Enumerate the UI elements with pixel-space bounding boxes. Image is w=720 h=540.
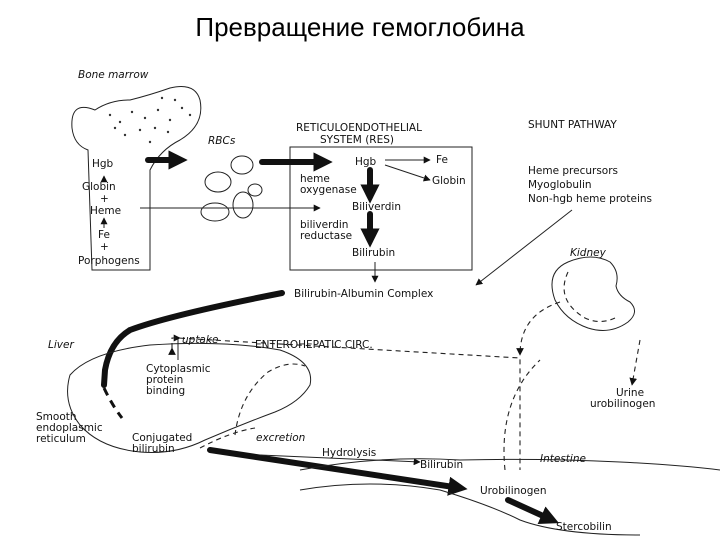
label-biliverdin: Biliverdin <box>352 201 401 213</box>
label-porphogens: Porphogens <box>78 255 140 267</box>
label-urine-2: urobilinogen <box>590 398 655 410</box>
label-excretion: excretion <box>256 432 305 444</box>
urine-dash <box>629 339 641 386</box>
label-smooth-1: Smooth <box>36 411 77 423</box>
label-enterohepatic: ENTEROHEPATIC CIRC. <box>255 339 373 351</box>
label-plus-1: + <box>100 193 109 205</box>
label-heme-precursors: Heme precursors <box>528 165 618 177</box>
label-smooth-2: endoplasmic <box>36 422 103 434</box>
bone-shape <box>71 86 202 271</box>
label-liver: Liver <box>48 339 74 351</box>
label-kidney: Kidney <box>570 247 607 259</box>
label-shunt-pathway: SHUNT PATHWAY <box>528 119 617 131</box>
marrow-texture <box>108 96 192 144</box>
label-globin-bm: Globin <box>82 181 116 193</box>
label-fe-res: Fe <box>436 154 448 166</box>
dashed-thick-liver-path <box>102 387 124 419</box>
label-heme-oxygenase-2: oxygenase <box>300 184 357 196</box>
label-uptake: uptake <box>182 334 218 346</box>
label-conj-2: bilirubin <box>132 443 175 455</box>
arrow-complex-to-liver <box>101 290 285 388</box>
label-urine-1: Urine <box>616 387 644 399</box>
label-hgb-res: Hgb <box>355 156 377 168</box>
hydrolysis-arrow <box>259 454 421 466</box>
label-res-line2: SYSTEM (RES) <box>320 134 394 146</box>
label-bilirubin-int: Bilirubin <box>420 459 463 471</box>
label-cyto-1: Cytoplasmic <box>146 363 211 375</box>
label-heme-bm: Heme <box>90 205 121 217</box>
label-biliverdin-reductase-1: biliverdin <box>300 219 348 231</box>
label-hgb-bm: Hgb <box>92 158 114 170</box>
kidney-to-intestine-dash <box>516 301 561 356</box>
label-cyto-2: protein <box>146 374 183 386</box>
rbc-cells <box>200 155 263 222</box>
label-intestine: Intestine <box>540 453 586 465</box>
label-hydrolysis: Hydrolysis <box>322 447 376 459</box>
label-plus-2: + <box>100 241 109 253</box>
label-non-hgb: Non-hgb heme proteins <box>528 193 652 205</box>
intestine-to-kidney-dash <box>503 359 541 471</box>
label-bilirubin-res: Bilirubin <box>352 247 395 259</box>
kidney-inner-dash <box>563 271 616 323</box>
label-urobilinogen-int: Urobilinogen <box>480 485 546 497</box>
label-heme-oxygenase-1: heme <box>300 173 330 185</box>
label-complex: Bilirubin-Albumin Complex <box>294 288 433 300</box>
label-bone-marrow: Bone marrow <box>78 69 149 81</box>
page-title: Превращение гемоглобина <box>195 12 525 42</box>
label-biliverdin-reductase-2: reductase <box>300 230 352 242</box>
label-globin-res: Globin <box>432 175 466 187</box>
label-res-line1: RETICULOENDOTHELIAL <box>296 122 422 134</box>
label-stercobilin: Stercobilin <box>556 521 612 533</box>
arrow-shunt-to-complex <box>475 209 573 286</box>
label-fe-bm: Fe <box>98 229 110 241</box>
label-cyto-3: binding <box>146 385 185 397</box>
liver-inner-dash <box>234 363 306 436</box>
label-rbcs: RBCs <box>208 135 236 147</box>
arrow-hgb-to-globin <box>384 164 431 182</box>
arrow-uptake <box>173 334 181 360</box>
label-myoglobulin: Myoglobulin <box>528 179 592 191</box>
label-conj-1: Conjugated <box>132 432 192 444</box>
arrow-urobilinogen-to-stercobilin <box>505 497 559 524</box>
excretion-dash <box>199 427 256 449</box>
arrow-conjugated-to-intestine <box>207 447 468 496</box>
label-smooth-3: reticulum <box>36 433 86 445</box>
